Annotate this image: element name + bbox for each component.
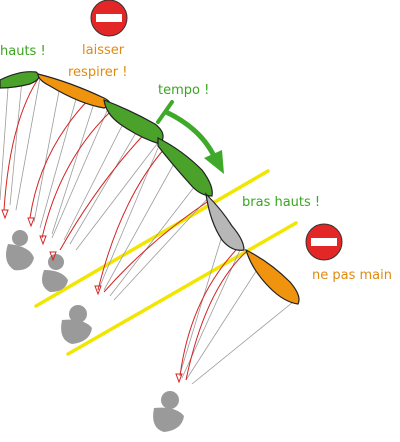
label-laisser-respirer-line2: respirer ! — [68, 65, 127, 80]
wing-sequence — [0, 71, 300, 305]
pilot-3 — [61, 305, 92, 344]
wing-5-gray — [205, 192, 245, 251]
wing-4-green — [157, 137, 213, 197]
wing-6-orange — [245, 248, 300, 305]
wing-1-green — [0, 71, 40, 89]
label-tempo: tempo ! — [158, 83, 209, 98]
brake-handles — [1, 209, 183, 384]
curved-arrow-icon — [156, 100, 224, 174]
label-bras-hauts: bras hauts ! — [242, 195, 320, 210]
stop-sign-icon — [305, 223, 343, 261]
wing-2-orange — [37, 73, 111, 109]
label-laisser-respirer-line1: laisser — [82, 43, 125, 58]
pilot-1 — [6, 230, 34, 271]
pilot-4 — [153, 391, 184, 432]
yellow-line-lower — [66, 221, 298, 356]
yellow-guide-lines — [34, 169, 298, 356]
stop-sign-icon — [90, 0, 128, 37]
pilot-figures — [6, 230, 184, 432]
brake-lines — [3, 75, 247, 381]
pilot-2 — [42, 254, 68, 292]
yellow-line-upper — [34, 169, 270, 308]
label-ne-pas-main: ne pas main — [312, 268, 392, 283]
label-bras-hauts-top: hauts ! — [0, 44, 46, 59]
